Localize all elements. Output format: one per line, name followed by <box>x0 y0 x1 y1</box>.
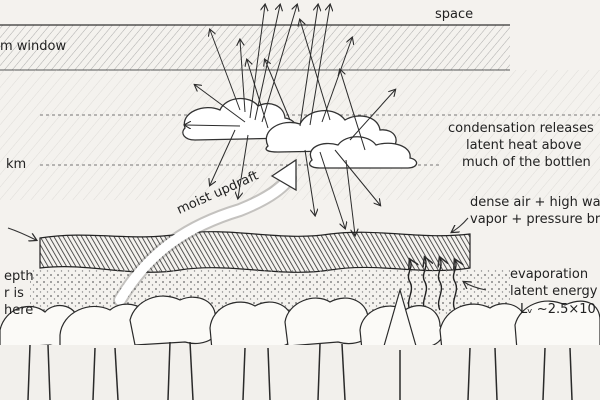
evaporation-label-2: latent energy <box>510 284 598 299</box>
left-label-2: r is <box>4 286 24 301</box>
tree-trunks <box>27 341 573 400</box>
updraft-body <box>115 175 293 305</box>
dense-pointer-arrow <box>452 217 469 232</box>
evaporation-pointer-arrow <box>464 282 487 291</box>
evaporation-label-1: evaporation <box>510 267 589 282</box>
left-pointer-arrow <box>7 227 36 240</box>
forest <box>0 287 600 400</box>
cloud-right <box>309 136 418 169</box>
left-label-3: here <box>4 303 34 318</box>
radiation-arrows <box>185 5 395 235</box>
window-label: m window <box>0 39 67 54</box>
km-label: km <box>6 157 27 172</box>
left-label-1: epth <box>4 269 34 284</box>
dense-label-1: dense air + high wa <box>470 195 600 210</box>
window-band <box>0 25 510 70</box>
evaporation-label-3: Lᵥ ~2.5×10 <box>520 302 596 317</box>
cloud-left <box>182 97 297 141</box>
dense-air-band <box>39 231 471 273</box>
cloud-group <box>182 97 418 169</box>
evaporation-arrows <box>407 258 456 311</box>
condensation-label-1: condensation releases <box>448 121 594 136</box>
condensation-label-2: latent heat above <box>466 138 582 153</box>
condensation-label-3: much of the bottlen <box>462 155 591 170</box>
dense-label-2: vapor + pressure br <box>470 212 600 227</box>
updraft-head <box>270 158 297 192</box>
space-label: space <box>435 7 474 22</box>
